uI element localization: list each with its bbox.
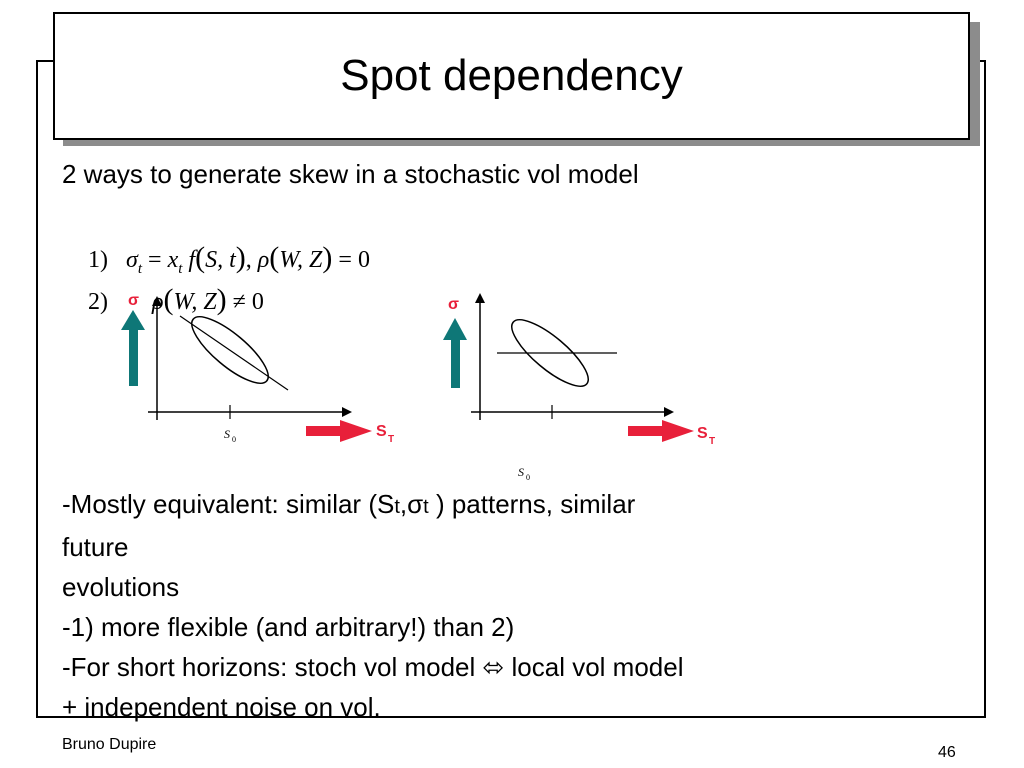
left-spot-arrow-head	[340, 420, 372, 442]
bullet-line-4: -1) more flexible (and arbitrary!) than …	[62, 612, 515, 642]
left-s0-sub: 0	[232, 435, 236, 444]
bullet-line-6: + independent noise on vol.	[62, 692, 381, 722]
bullet-1-b: ) patterns, similar	[428, 489, 636, 519]
eq1-tail: = 0	[332, 247, 370, 273]
eq1-f: f	[188, 247, 196, 273]
bullet-line-3: evolutions	[62, 572, 180, 602]
right-st-label: S	[697, 425, 708, 442]
eq2-tail: ≠ 0	[226, 289, 264, 315]
bullet-5-b: local vol model	[504, 652, 684, 682]
eq1-wz: W, Z	[279, 247, 323, 273]
left-ellipse	[191, 316, 269, 384]
content-frame	[36, 60, 986, 718]
right-sigma-label: σ	[448, 296, 459, 313]
bullet-line-2: future	[62, 532, 129, 562]
right-spot-arrow-head	[662, 420, 694, 442]
eq1-rho: ρ	[257, 247, 270, 273]
right-s0-sub: 0	[526, 473, 530, 482]
eq1-x: x	[167, 247, 179, 273]
bullet-5-a: -For short horizons: stoch vol model	[62, 652, 483, 682]
bullet-1-t2: t	[423, 496, 429, 518]
bullet-1-a: -Mostly equivalent: similar (S	[62, 489, 395, 519]
slide-title: Spot dependency	[340, 51, 683, 100]
bullet-line-1: -Mostly equivalent: similar (St,σt ) pat…	[62, 484, 902, 527]
right-vol-arrow-head	[443, 318, 467, 340]
eq2-wz: W, Z	[173, 289, 217, 315]
title-box: Spot dependency	[53, 12, 970, 140]
eq1-sigma-sub: t	[137, 261, 143, 277]
left-spot-arrow-shaft	[306, 426, 342, 436]
equation-1: 1)σt = xt f(S, t), ρ(W, Z) = 0	[88, 241, 370, 278]
left-sigma-label: σ	[128, 292, 139, 309]
left-st-sub: T	[388, 434, 394, 445]
eq1-comma: ,	[245, 247, 258, 273]
bullet-1-sigma: σ	[407, 489, 424, 519]
bullet-1-comma: ,	[399, 489, 408, 519]
bullet-line-5: -For short horizons: stoch vol model ⬄ l…	[62, 647, 902, 687]
right-s0-label: S	[518, 465, 524, 479]
equation-1-label: 1)	[88, 247, 108, 273]
right-ellipse	[511, 319, 589, 387]
left-vol-arrow-head	[121, 310, 145, 330]
left-diagram: σ S T S 0	[121, 292, 394, 445]
eq1-args: S, t	[205, 247, 236, 273]
equivalence-icon: ⬄	[482, 652, 505, 682]
right-diagram: σ S T S 0	[443, 293, 715, 482]
eq1-x-sub: t	[178, 261, 183, 277]
left-st-label: S	[376, 423, 387, 440]
right-st-sub: T	[709, 436, 715, 447]
equation-2-label: 2)	[88, 289, 108, 315]
page-number: 46	[938, 744, 956, 761]
left-vol-arrow-shaft	[129, 326, 138, 386]
bullet-list: -Mostly equivalent: similar (St,σt ) pat…	[62, 484, 902, 727]
left-s0-label: S	[224, 427, 230, 441]
right-vol-arrow-shaft	[451, 336, 460, 388]
bullet-1-t1: t	[394, 496, 400, 518]
eq1-sigma: σ	[126, 247, 138, 273]
footer-author: Bruno Dupire	[62, 736, 157, 753]
eq1-equals: =	[142, 247, 168, 273]
right-spot-arrow-shaft	[628, 426, 664, 436]
left-skew-line	[179, 315, 289, 391]
intro-text: 2 ways to generate skew in a stochastic …	[62, 159, 639, 189]
